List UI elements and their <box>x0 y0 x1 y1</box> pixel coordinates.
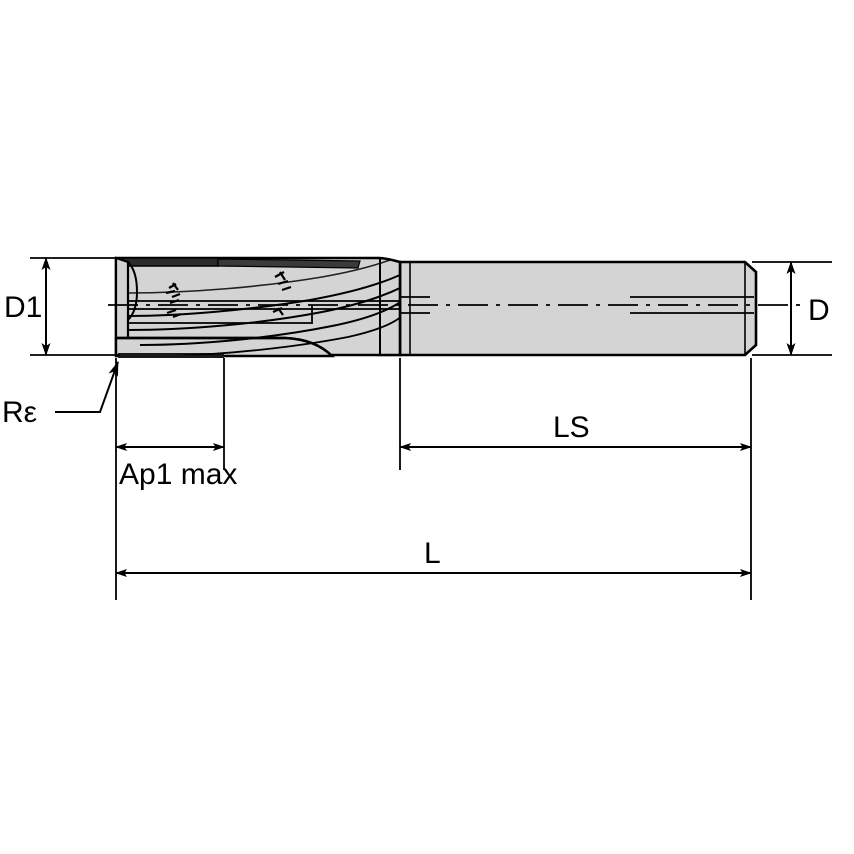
cutting-edge-land-top <box>121 257 219 267</box>
d-label: D <box>808 294 830 327</box>
tip-relief-curve <box>127 261 139 321</box>
lower-margin-band-top-edge <box>116 336 333 357</box>
cutting-edge-land-top-extension <box>217 258 361 269</box>
shank <box>398 260 758 357</box>
flute-helix-line-2 <box>127 286 400 331</box>
flute-helix-line-4 <box>171 315 400 355</box>
shank-outline <box>398 260 758 357</box>
dimension-d-group: D <box>752 261 832 356</box>
flute-helix-line-1 <box>127 273 400 317</box>
shank-bore-lines <box>400 262 754 355</box>
dimension-ls-group: LS <box>399 358 752 470</box>
tool-body-group <box>108 256 800 358</box>
dimension-ap1max-group: Ap1 max <box>115 358 237 491</box>
dimension-corner-radius-group: Rε <box>2 361 119 429</box>
dimension-l-group: L <box>115 470 752 600</box>
corner-radius-leader-line <box>55 361 119 413</box>
ap1max-label: Ap1 max <box>119 458 237 491</box>
d1-label: D1 <box>4 291 42 324</box>
tip-end-face <box>114 256 130 346</box>
dimension-d1-group: D1 <box>4 257 120 356</box>
cutting-head <box>114 256 402 358</box>
ls-label: LS <box>553 411 590 444</box>
l-label: L <box>424 537 441 570</box>
corner-radius-label: Rε <box>2 396 37 429</box>
flute-helix-line-3 <box>139 300 400 346</box>
